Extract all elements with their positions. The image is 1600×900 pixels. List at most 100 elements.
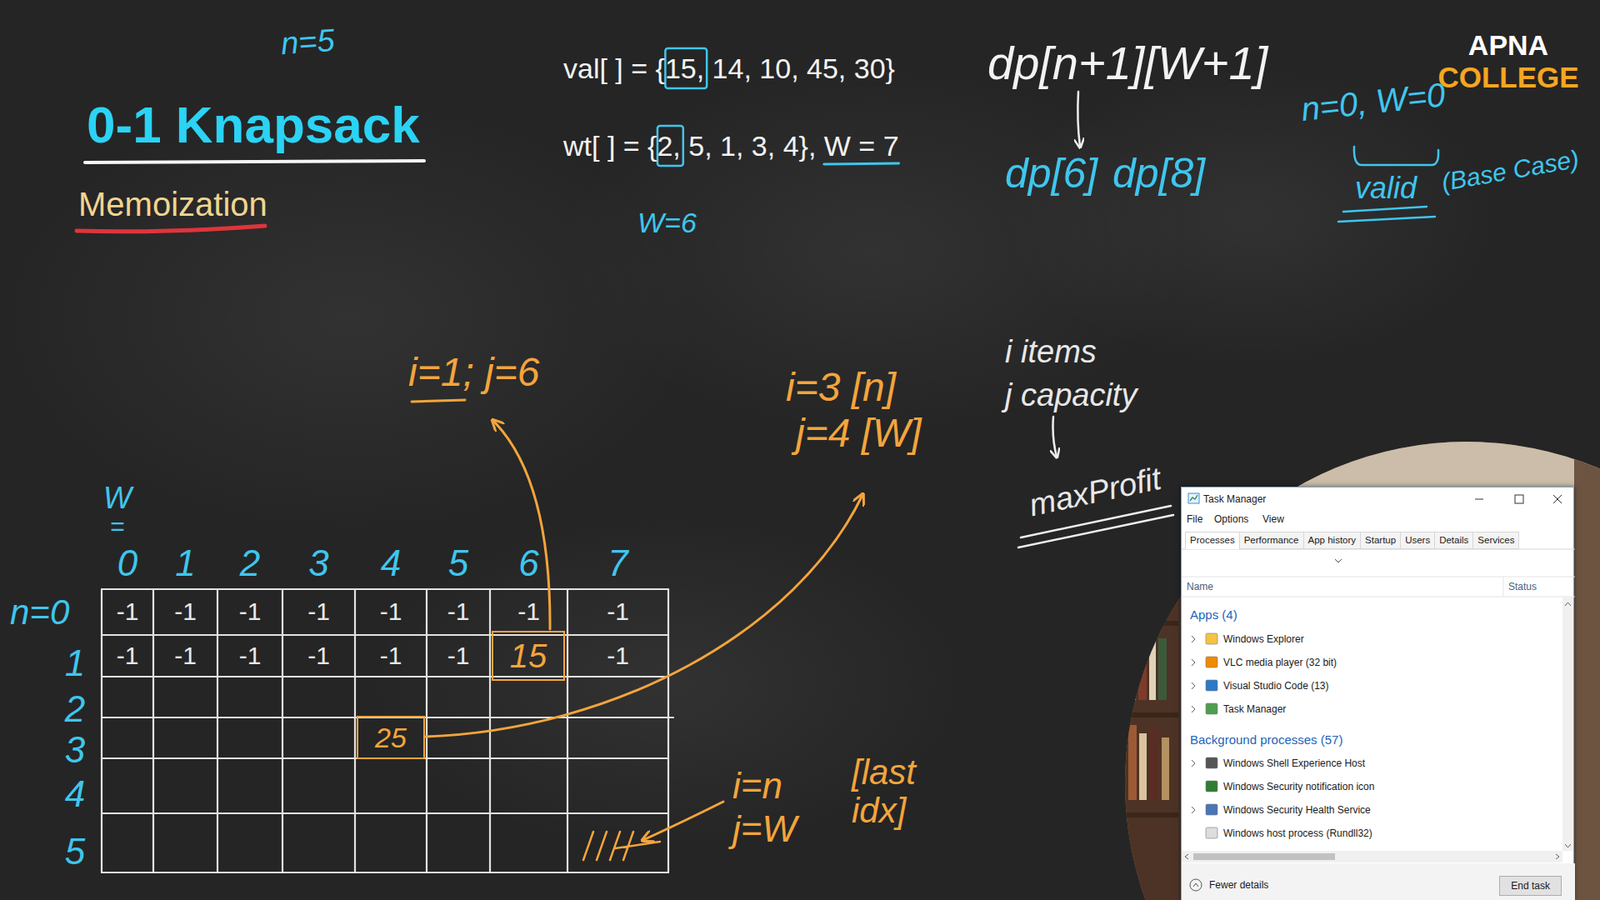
slide-title: 0-1 Knapsack <box>86 99 420 151</box>
webcam-feed <box>1150 726 1159 800</box>
window-chrome <box>1181 576 1575 597</box>
value-underline <box>824 163 900 165</box>
window-text: Fewer details <box>1209 880 1269 890</box>
column-index: 5 <box>448 545 469 582</box>
chalk-smudge <box>366 516 967 850</box>
window-text: Apps (4) <box>1190 608 1238 621</box>
window-chrome <box>1515 495 1524 504</box>
webcam-feed <box>1161 737 1170 800</box>
handwritten-formula: dp[8] <box>1112 152 1205 195</box>
tab-button: Services <box>1472 531 1520 550</box>
webcam-feed <box>1574 433 1600 900</box>
chalk-smudge <box>0 66 1500 850</box>
window-chrome <box>1205 703 1218 715</box>
table-cell: -1 <box>239 643 262 669</box>
white-arrow <box>1053 416 1058 457</box>
subtitle: Memoization <box>78 187 268 221</box>
column-index: 2 <box>240 545 260 582</box>
window-chrome <box>1181 863 1575 900</box>
scribble <box>583 831 660 860</box>
white-arrow <box>1077 91 1080 147</box>
button-label: Processes <box>1190 532 1235 549</box>
window-chrome <box>1205 656 1218 668</box>
webcam-feed <box>1139 733 1147 800</box>
table-cell: -1 <box>380 599 403 625</box>
button-label: End task <box>1510 876 1550 895</box>
array-definition: wt[ ] = {2, 5, 1, 3, 4}, W = 7 <box>563 131 900 160</box>
webcam-feed <box>1116 433 1600 900</box>
window-text: Windows host process (Rundll32) <box>1223 828 1373 839</box>
button-label: Services <box>1477 532 1515 549</box>
row-index: 4 <box>65 775 85 813</box>
index-note: j=4 [W] <box>795 413 922 454</box>
window-chrome <box>1205 633 1218 645</box>
webcam-feed <box>1128 633 1136 700</box>
window-chrome <box>1553 495 1562 504</box>
table-cell: -1 <box>380 643 403 669</box>
table-cell: -1 <box>116 643 140 669</box>
window-chrome <box>1562 597 1574 851</box>
cyan-bracket <box>1338 146 1439 222</box>
window-chrome <box>1475 499 1484 500</box>
orange-arrow <box>411 400 465 402</box>
window-chrome <box>1191 682 1195 690</box>
table-cell: -1 <box>174 599 197 625</box>
table-cell: -1 <box>174 643 197 669</box>
row-index: 5 <box>65 833 85 870</box>
tab-button: Performance <box>1239 531 1305 550</box>
window-chrome <box>1191 760 1195 767</box>
row-index: 1 <box>65 645 85 682</box>
dp-table-grid <box>101 589 669 873</box>
table-cell: -1 <box>606 599 630 625</box>
orange-arrow <box>643 801 724 840</box>
logo-text: COLLEGE <box>1437 62 1579 92</box>
array-definition: val[ ] = {15, 14, 10, 45, 30} <box>563 54 895 83</box>
table-cell: -1 <box>239 599 262 625</box>
column-index: 4 <box>380 545 401 582</box>
cell-value: 25 <box>375 720 407 755</box>
table-cell: -1 <box>447 643 470 669</box>
index-note: [last idx] <box>851 753 944 830</box>
window-chrome <box>1188 493 1200 504</box>
window-chrome <box>1205 827 1218 839</box>
webcam-feed <box>1125 812 1179 818</box>
webcam-feed <box>1116 433 1600 900</box>
orange-arrow <box>425 495 863 737</box>
window-text: Task Manager <box>1223 704 1286 715</box>
window-text: Windows Security notification icon <box>1223 781 1375 792</box>
window-chrome <box>1185 854 1560 860</box>
handwritten-formula: dp[n+1][W+1] <box>987 40 1268 87</box>
handwritten-note: j capacity <box>1005 379 1137 411</box>
scribble <box>583 831 660 860</box>
index-note: i=3 [n] <box>785 367 896 408</box>
webcam-feed <box>1125 712 1179 718</box>
window-chrome <box>1191 659 1195 666</box>
window-chrome <box>1335 559 1342 563</box>
column-index: 7 <box>607 545 628 582</box>
dp-table-grid <box>101 589 674 873</box>
webcam-feed <box>1126 550 1135 609</box>
window-text: Background processes (57) <box>1190 733 1343 746</box>
webcam-feed <box>1125 620 1179 626</box>
orange-arrow <box>411 400 863 840</box>
app-window: Task ManagerFileOptionsViewNameStatusApp… <box>1180 486 1575 900</box>
highlighted-cell: 15 <box>491 630 566 681</box>
window-text: Windows Security Health Service <box>1223 805 1371 815</box>
window-chrome <box>1205 757 1218 769</box>
window-chrome <box>1475 495 1562 504</box>
window-chrome <box>1190 495 1198 501</box>
webcam-feed <box>1158 638 1167 700</box>
button-label: App history <box>1308 532 1357 549</box>
webcam-feed <box>1116 525 1184 900</box>
window-text: File <box>1186 514 1203 525</box>
column-index: 0 <box>117 545 138 582</box>
window-text: Name <box>1186 581 1214 592</box>
chalk-smudge <box>1000 66 1500 367</box>
tab-button: Details <box>1434 531 1474 550</box>
tab-button: App history <box>1303 531 1362 550</box>
dp-table-grid <box>101 589 674 873</box>
orange-arrow <box>493 420 550 630</box>
tab-button: Users <box>1400 531 1435 550</box>
